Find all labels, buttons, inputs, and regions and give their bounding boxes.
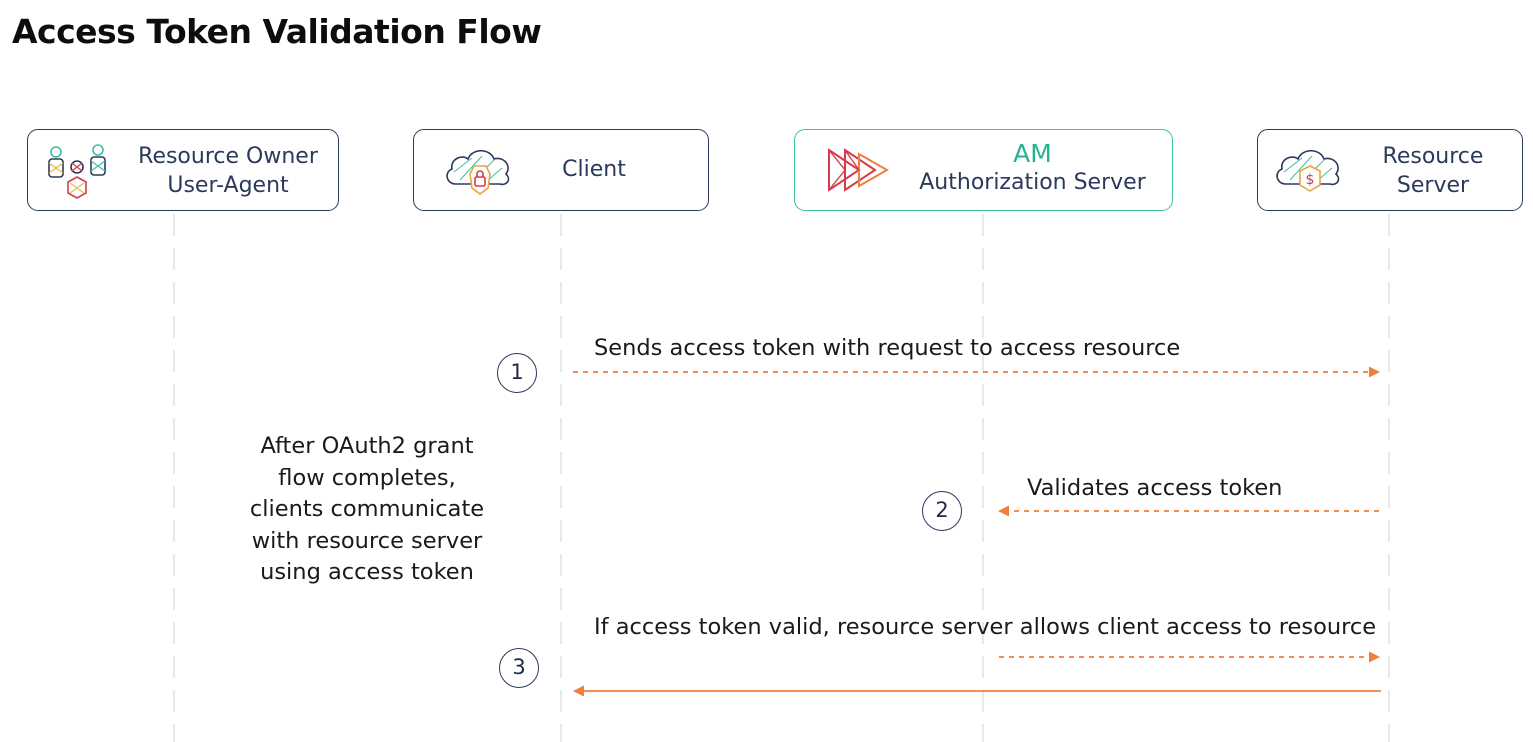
flow-note-line: flow completes, bbox=[278, 464, 456, 491]
flow-note-line: After OAuth2 grant bbox=[260, 433, 474, 459]
svg-text:$: $ bbox=[1306, 172, 1315, 188]
am-logo-icon bbox=[825, 146, 891, 198]
step-2-label: Validates access token bbox=[1027, 475, 1283, 501]
actor-resource-owner: Resource Owner User-Agent bbox=[27, 129, 339, 211]
cloud-dollar-icon: $ bbox=[1272, 144, 1344, 202]
actor-resource-server: $ Resource Server bbox=[1257, 129, 1523, 211]
actor-resource-owner-line2: User-Agent bbox=[167, 173, 289, 198]
step-1-label: Sends access token with request to acces… bbox=[594, 335, 1181, 361]
actor-authorization-server-label: AM Authorization Server bbox=[905, 139, 1160, 197]
step-3-number: 3 bbox=[499, 648, 539, 688]
actor-resource-server-label: Resource Server bbox=[1363, 142, 1503, 200]
actor-client-label: Client bbox=[534, 155, 654, 184]
flow-note-line: using access token bbox=[260, 559, 474, 585]
flow-note-line: with resource server bbox=[251, 527, 483, 554]
actor-authorization-server: AM Authorization Server bbox=[794, 129, 1173, 211]
page-title: Access Token Validation Flow bbox=[12, 12, 542, 51]
cloud-lock-icon bbox=[442, 144, 514, 202]
actor-resource-owner-label: Resource Owner User-Agent bbox=[128, 142, 328, 200]
actor-authorization-server-line1: AM bbox=[1013, 139, 1052, 168]
actor-client-line1: Client bbox=[562, 157, 626, 182]
flow-note: After OAuth2 grant flow completes, clien… bbox=[222, 431, 512, 589]
actor-resource-server-line1: Resource bbox=[1382, 144, 1484, 169]
step-1-number: 1 bbox=[497, 353, 537, 393]
actor-resource-owner-line1: Resource Owner bbox=[138, 144, 318, 169]
actor-authorization-server-line2: Authorization Server bbox=[919, 170, 1146, 195]
step-2-number: 2 bbox=[922, 491, 962, 531]
actor-resource-server-line2: Server bbox=[1396, 173, 1470, 198]
flow-note-line: clients communicate bbox=[249, 496, 485, 522]
step-3-label: If access token valid, resource server a… bbox=[594, 614, 1377, 640]
users-icon bbox=[44, 143, 110, 203]
actor-client: Client bbox=[413, 129, 709, 211]
